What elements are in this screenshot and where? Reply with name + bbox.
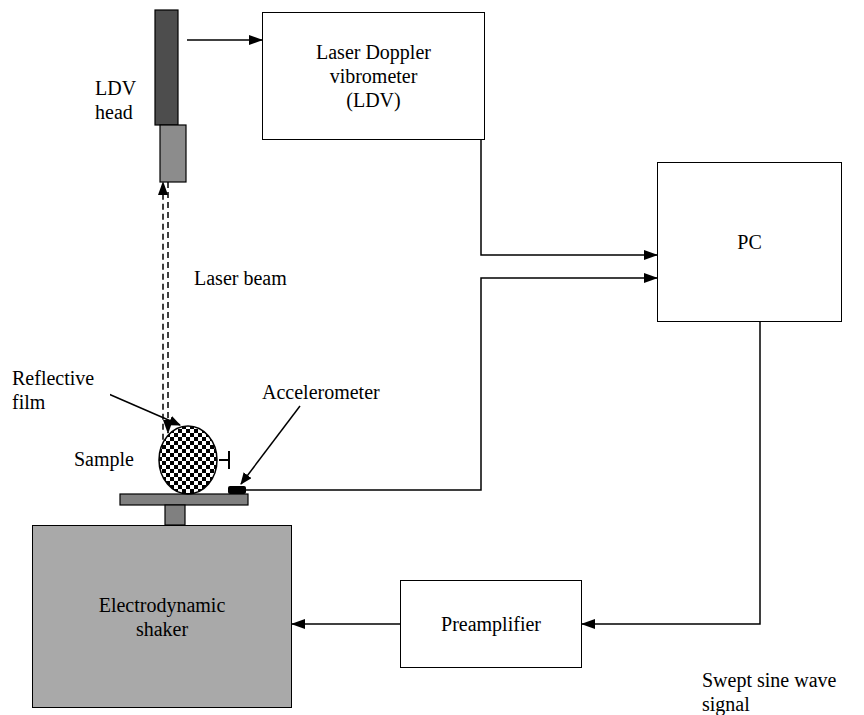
accelerometer-body <box>228 486 246 494</box>
sample-circle: Sample <box>158 425 218 495</box>
sample-body <box>159 426 217 494</box>
computer-box: PC <box>657 162 842 322</box>
node-caption: LDV head <box>95 76 149 124</box>
laser-beam <box>167 182 169 433</box>
node-label: PC <box>737 230 761 254</box>
part-label: Reflective film <box>10 366 110 414</box>
signal-label: Swept sine wave signal <box>700 668 860 715</box>
signal-line <box>246 278 657 490</box>
node-label: Electrodynamic shaker <box>87 593 237 641</box>
sample-fixture <box>228 451 230 469</box>
amplifier-box: Preamplifier <box>400 580 582 668</box>
leader-line <box>241 406 300 484</box>
shaker-box: Electrodynamic shaker <box>32 525 292 708</box>
node-caption: Accelerometer <box>262 380 380 404</box>
signal-line <box>582 322 760 624</box>
head-housing <box>155 10 178 125</box>
shaker-table <box>120 494 248 505</box>
node-label: Preamplifier <box>441 612 541 636</box>
instrument-box: Laser Doppler vibrometer (LDV) <box>262 12 485 140</box>
accelerometer: Accelerometer <box>228 486 246 494</box>
signal-line <box>187 39 262 41</box>
beam-label: Laser beam <box>192 266 289 290</box>
shaker-stem <box>165 505 185 525</box>
signal-line <box>292 623 400 625</box>
ldv-head-body <box>155 10 187 182</box>
node-caption: Sample <box>74 447 134 471</box>
sample-fixture <box>219 459 229 461</box>
head-lens <box>160 125 186 182</box>
laser-beam <box>162 182 164 440</box>
sample-outline <box>158 425 218 495</box>
node-label: Laser Doppler vibrometer (LDV) <box>306 40 441 112</box>
signal-line <box>481 140 657 255</box>
ldv-head: LDV head <box>155 10 187 182</box>
sensor-block <box>228 486 246 494</box>
